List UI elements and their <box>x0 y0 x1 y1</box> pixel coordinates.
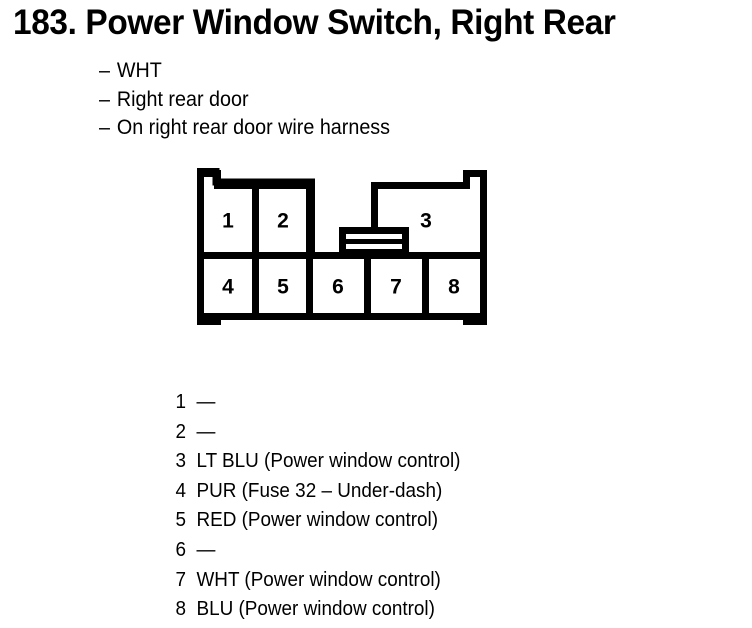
connector-divider-top-2-gap <box>306 182 313 256</box>
page-title: 183. Power Window Switch, Right Rear <box>13 3 616 42</box>
legend-row: 8 BLU (Power window control) <box>170 595 460 625</box>
legend-pin-description: — <box>196 391 216 413</box>
connector-top-wall-right <box>371 182 470 189</box>
connector-step-right <box>463 170 470 189</box>
legend-pin-description: PUR (Fuse 32 – Under-dash) <box>196 479 443 502</box>
connector-divider-top-1-2 <box>252 182 259 256</box>
legend-row: 7 WHT (Power window control) <box>170 566 460 596</box>
connector-right-wall <box>480 170 487 320</box>
en-dash-bullet-icon: – <box>99 59 110 82</box>
legend-pin-description: — <box>196 538 216 561</box>
legend-pin-number: 8 <box>175 598 187 621</box>
en-dash-bullet-icon: – <box>99 87 110 111</box>
subtitle-line: –On right rear door wire harness <box>99 114 390 143</box>
pin-label-5: 5 <box>277 276 289 299</box>
pin-label-1: 1 <box>222 210 234 233</box>
connector-divider-top-gap-3 <box>371 182 378 256</box>
legend-pin-description: RED (Power window control) <box>196 509 439 532</box>
connector-bottom-left-tab-foot <box>197 318 221 325</box>
connector-pinout-diagram: 1 2 3 4 5 6 7 8 <box>197 168 487 325</box>
pin-label-2: 2 <box>277 210 289 233</box>
en-dash-bullet-icon: – <box>99 116 110 139</box>
connector-top-left-tab <box>197 170 221 177</box>
legend-pin-description: WHT (Power window control) <box>196 568 441 591</box>
connector-row-divider <box>197 252 487 259</box>
connector-top-wall-left <box>214 182 313 189</box>
pin-label-8: 8 <box>448 276 460 299</box>
legend-row: 5 RED (Power window control) <box>170 506 460 536</box>
subtitle-text: On right rear door wire harness <box>116 116 391 139</box>
latch-tab-icon <box>339 227 409 255</box>
legend-pin-description: BLU (Power window control) <box>196 598 435 621</box>
connector-bottom-left-tab <box>197 313 221 320</box>
subtitle-text: Right rear door <box>116 87 249 111</box>
legend-row: 1— <box>170 388 460 418</box>
subtitle-line: –WHT <box>99 57 390 86</box>
legend-pin-number: 7 <box>175 568 187 591</box>
connector-bottom-wall <box>214 313 470 320</box>
pin-label-3: 3 <box>420 210 432 233</box>
latch-slot-lower <box>346 244 402 249</box>
pin-label-6: 6 <box>332 276 344 299</box>
subtitle-text: WHT <box>116 59 162 82</box>
latch-slot-upper <box>346 234 402 239</box>
legend-pin-number: 5 <box>175 509 187 532</box>
legend-row: 2— <box>170 418 460 448</box>
legend-row: 6— <box>170 536 460 566</box>
legend-pin-number: 4 <box>175 479 187 502</box>
legend-pin-description: — <box>196 420 216 443</box>
legend-pin-number: 6 <box>175 538 187 561</box>
legend-row: 3 LT BLU (Power window control) <box>170 447 461 477</box>
connector-divider-bottom-5-6 <box>306 256 313 318</box>
subtitle-list: –WHT –Right rear door –On right rear doo… <box>99 57 390 143</box>
connector-divider-bottom-6-7 <box>364 256 371 318</box>
connector-top-right-tab <box>463 170 487 177</box>
legend-pin-description: LT BLU (Power window control) <box>196 450 461 473</box>
legend-pin-number: 3 <box>175 450 187 473</box>
legend-pin-number: 1 <box>175 391 187 413</box>
legend-pin-number: 2 <box>175 420 187 443</box>
pin-label-7: 7 <box>390 276 402 299</box>
pin-label-4: 4 <box>222 276 234 299</box>
connector-bottom-right-tab-foot <box>463 318 487 325</box>
connector-divider-bottom-7-8 <box>422 256 429 318</box>
legend-row: 4 PUR (Fuse 32 – Under-dash) <box>170 477 460 507</box>
connector-bottom-right-tab <box>463 313 487 320</box>
connector-left-wall <box>197 170 204 320</box>
connector-divider-bottom-4-5 <box>252 256 259 318</box>
subtitle-line: –Right rear door <box>99 86 390 115</box>
connector-step-left <box>214 170 221 189</box>
